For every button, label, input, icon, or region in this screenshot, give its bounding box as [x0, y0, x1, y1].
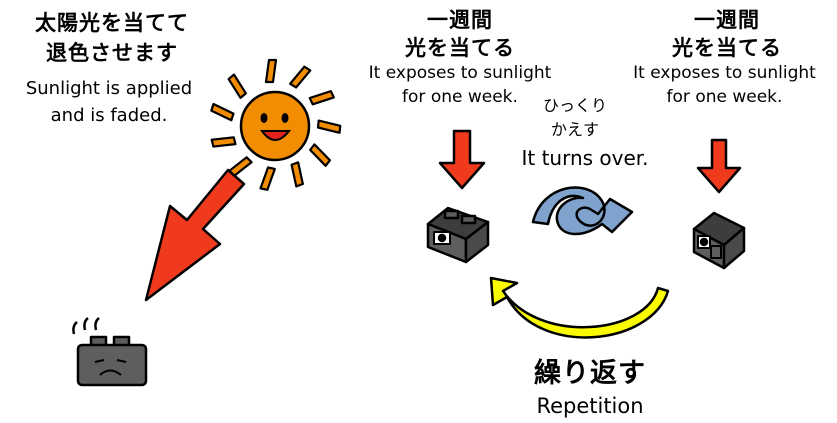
right-en-line-1: It exposes to sunlight [633, 63, 816, 83]
box-icon [426, 206, 490, 264]
flip-jp-line-2: かえす [550, 120, 599, 139]
repeat-jp: 繰り返す [534, 358, 646, 389]
cycle-arrow-icon [489, 276, 670, 339]
middle-down-arrow [438, 129, 486, 190]
left-en-line-2: and is faded. [50, 105, 168, 126]
left-jp-line-2: 退色させます [46, 41, 178, 65]
flip-en: It turns over. [521, 146, 649, 170]
middle-en-line-2: for one week. [402, 87, 518, 107]
middle-jp-line-1: 一週間 [427, 8, 493, 32]
right-jp-line-1: 一週間 [694, 8, 760, 32]
flip-jp-line-1: ひっくり [542, 96, 607, 115]
flipped-box-icon [692, 211, 746, 270]
right-en-line-2: for one week. [666, 87, 783, 107]
sun-icon [210, 58, 342, 191]
middle-en-line-1: It exposes to sunlight [368, 63, 552, 83]
middle-jp-line-2: 光を当てる [405, 36, 515, 60]
repeat-en: Repetition [536, 394, 644, 418]
sunlight-arrow [144, 168, 246, 302]
right-down-arrow [696, 138, 742, 194]
right-jp-line-2: 光を当てる [672, 36, 782, 60]
left-en-line-1: Sunlight is applied [25, 78, 193, 99]
faded-box-icon [72, 317, 148, 387]
left-jp-line-1: 太陽光を当てて [35, 11, 189, 35]
curved-arrow-icon [531, 186, 634, 236]
